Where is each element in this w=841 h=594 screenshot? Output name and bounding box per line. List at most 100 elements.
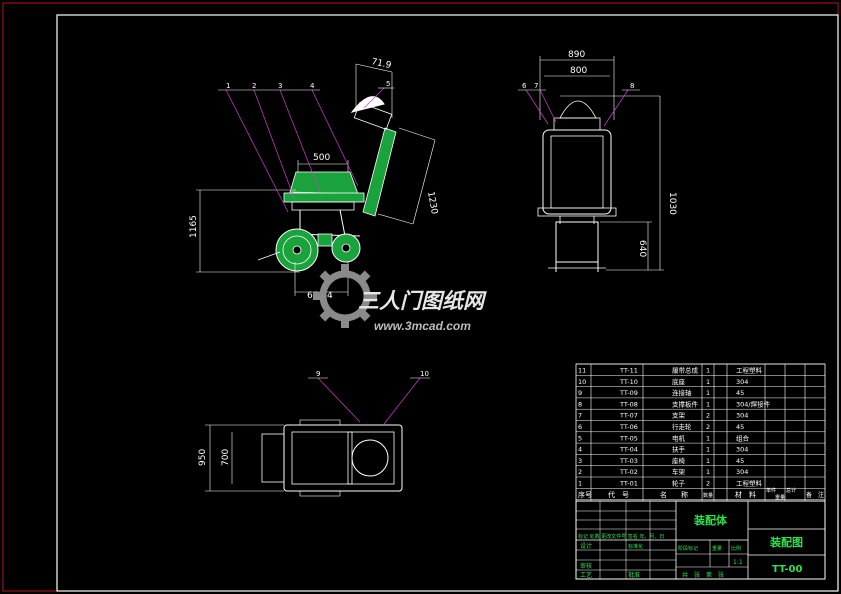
bom-cell-qty: 2 (706, 423, 710, 431)
bom-row-lines (576, 363, 825, 500)
role-process: 工艺 (580, 571, 592, 579)
bom-cell-material: 304 (736, 468, 748, 476)
bom-header-qty: 数量 (703, 492, 713, 499)
bom-cell-qty: 2 (706, 412, 710, 420)
bom-cell-name: 轮子 (672, 479, 686, 488)
bom-cell-name: 支架 (672, 411, 686, 420)
bom-cell-qty: 1 (706, 389, 710, 397)
bom-cell-code: TT-07 (619, 412, 638, 420)
balloon-labels: 1 2 3 4 5 6 7 8 9 10 (226, 80, 634, 378)
bom-cell-name: 电机 (672, 433, 686, 442)
bom-cell-code: TT-06 (619, 423, 638, 431)
bom-header: 序号 代 号 名 称 数量 材 料 单件 总计 重量 备 注 (578, 487, 824, 501)
bom-cell-material: 组合 (736, 433, 750, 442)
bom-cell-name: 履带总成 (672, 366, 699, 375)
handle-bar (362, 127, 397, 217)
title-block: 装配体 装配图 TT-00 阶段标记 重量 比例 1:1 共 张 第 张 标记 … (578, 513, 803, 579)
dim-plan-inner: 700 (221, 449, 231, 466)
weight-label: 重量 (712, 545, 722, 552)
bom-header-unit: 单件 (766, 487, 776, 494)
dim-plan-outer: 950 (198, 449, 208, 466)
inner-border (56, 14, 839, 592)
plan-view (205, 377, 430, 497)
balloon-9: 9 (316, 370, 320, 378)
balloon-7: 7 (534, 82, 538, 90)
balloon-3: 3 (278, 82, 282, 90)
bom-cell-qty: 1 (706, 434, 710, 442)
table-row: 5 TT-05 电机 1 组合 (578, 433, 750, 442)
bom-header-no: 序号 (578, 490, 592, 499)
bom-header-material: 材 料 (735, 490, 756, 499)
bom-cell-no: 11 (578, 367, 586, 375)
revision-header: 标记 处数 更改文件号 签名 年、月、日 (578, 533, 664, 540)
bom-header-weight: 重量 (775, 494, 785, 501)
bom-cell-name: 连接轴 (672, 388, 692, 397)
bom-cell-no: 3 (578, 457, 582, 465)
role-design: 设计 (580, 542, 592, 550)
bom-cell-code: TT-03 (619, 457, 638, 465)
gear-logo-icon (313, 264, 377, 328)
bom-cell-no: 2 (578, 468, 582, 476)
bom-cell-qty: 1 (706, 468, 710, 476)
bom-cell-material: 304 (736, 378, 748, 386)
bom-cell-no: 8 (578, 400, 582, 408)
balloon-10: 10 (420, 370, 429, 378)
bom-cell-material: 45 (736, 457, 744, 465)
bom-header-name: 名 称 (660, 490, 688, 499)
balloon-6: 6 (522, 82, 527, 90)
drawing-number: TT-00 (772, 564, 803, 575)
dim-handle-length: 1230 (425, 191, 439, 216)
drawing-type: 装配图 (769, 535, 803, 549)
bom-cell-no: 1 (578, 480, 582, 488)
bom-cell-code: TT-11 (619, 367, 638, 375)
bom-cell-material: 45 (736, 423, 744, 431)
plan-handle (261, 433, 285, 483)
bom-cell-material: 304 (736, 412, 748, 420)
bom-cell-material: 304 (736, 446, 748, 454)
dim-top-outer: 890 (568, 50, 585, 60)
bom-cell-code: TT-01 (619, 480, 638, 488)
side-view (196, 63, 436, 296)
bom-header-total: 总计 (786, 487, 796, 494)
bom-cell-material: 304/焊接件 (736, 399, 771, 408)
role-review: 审核 (580, 562, 592, 570)
bom-cell-code: TT-05 (619, 434, 638, 442)
bom-cell-name: 座椅 (672, 456, 686, 465)
bom-cell-no: 5 (578, 434, 582, 442)
dim-handle-width: 71.9 (370, 57, 392, 71)
dim-right-height: 1030 (667, 192, 677, 215)
title-block-frame (575, 363, 826, 580)
bom-cell-name: 底座 (672, 377, 686, 386)
bom-cell-material: 工程塑料 (736, 479, 763, 488)
balloon-8: 8 (630, 82, 634, 90)
seat-cushion (283, 192, 365, 203)
bom-cell-qty: 1 (706, 378, 710, 386)
bom-cell-no: 7 (578, 412, 582, 420)
front-motor (555, 221, 599, 263)
table-row: 11 TT-11 履带总成 1 工程塑料 (578, 366, 763, 375)
plan-frame (283, 424, 403, 492)
bom-cell-code: TT-08 (619, 400, 638, 408)
scale-label: 比例 (731, 545, 741, 552)
bom-cell-code: TT-10 (619, 378, 638, 386)
bom-cell-name: 车架 (672, 467, 686, 476)
plan-lamp (351, 439, 389, 477)
watermark-url: www.3mcad.com (374, 319, 471, 333)
front-view (518, 56, 664, 272)
bom-cell-no: 4 (578, 446, 582, 454)
bom-cell-qty: 1 (706, 367, 710, 375)
bom-cell-code: TT-09 (619, 389, 638, 397)
seat-back (289, 171, 359, 195)
table-row: 1 TT-01 轮子 2 工程塑料 (578, 479, 763, 488)
dim-overall-height: 1165 (189, 215, 199, 238)
bom-cell-no: 6 (578, 423, 582, 431)
bom-cell-material: 工程塑料 (736, 366, 763, 375)
sheet-label: 共 张 第 张 (682, 571, 724, 579)
bom-cell-qty: 2 (706, 480, 710, 488)
